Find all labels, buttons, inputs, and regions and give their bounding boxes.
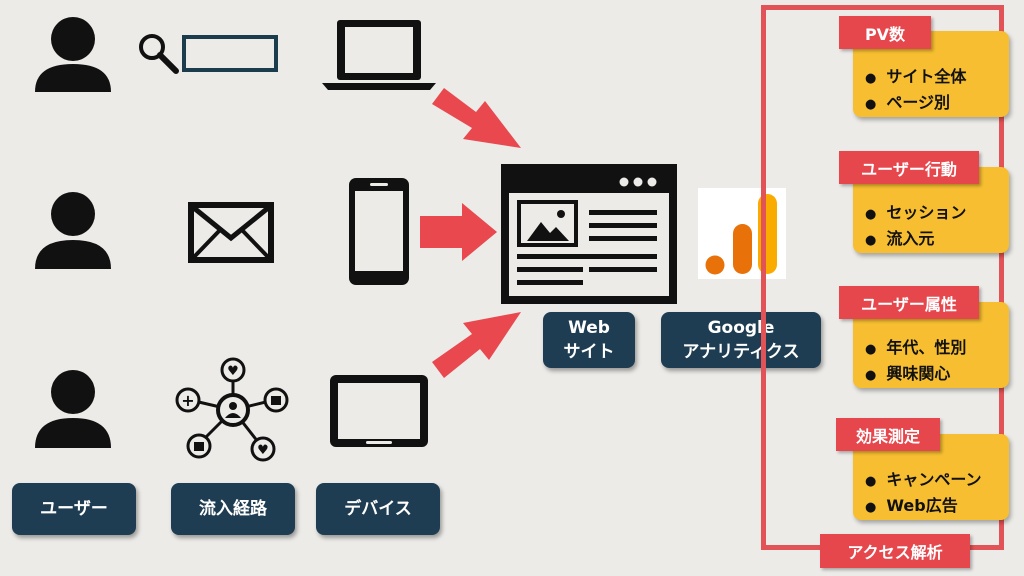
list-item: セッション — [865, 201, 966, 227]
section-title-user-behavior: ユーザー行動 — [839, 151, 979, 184]
svg-text:♥: ♥ — [257, 443, 269, 458]
tablet-icon — [330, 375, 428, 447]
svg-text:+: + — [181, 391, 194, 410]
section-title-effect-measurement: 効果測定 — [836, 418, 940, 451]
svg-text:♥: ♥ — [227, 364, 239, 379]
list-item: サイト全体 — [865, 65, 966, 91]
social-network-icon: ♥ + ♥ — [175, 357, 289, 462]
user-icon — [35, 192, 111, 269]
channels-label: 流入経路 — [171, 483, 295, 535]
user-icon — [35, 370, 111, 448]
list-item: キャンペーン — [865, 468, 981, 494]
section-title-user-attributes: ユーザー属性 — [839, 286, 979, 319]
arrow-laptop-to-website — [432, 88, 521, 148]
list-item: Web広告 — [865, 494, 982, 520]
list-item: ページ別 — [865, 91, 966, 117]
list-item: 年代、性別 — [865, 336, 966, 362]
devices-label: デバイス — [316, 483, 440, 535]
search-box-icon — [182, 35, 278, 72]
section-title-pv: PV数 — [839, 16, 931, 49]
access-analysis-label: アクセス解析 — [820, 534, 970, 568]
arrow-smartphone-to-website — [420, 203, 497, 261]
users-label: ユーザー — [12, 483, 136, 535]
mail-icon — [188, 202, 274, 263]
laptop-icon — [322, 20, 436, 90]
list-item: 興味関心 — [865, 362, 966, 388]
smartphone-icon — [349, 178, 409, 285]
arrow-tablet-to-website — [432, 312, 521, 378]
search-icon — [139, 34, 179, 74]
user-icon — [35, 17, 111, 92]
browser-window-icon — [501, 164, 677, 304]
list-item: 流入元 — [865, 227, 966, 253]
